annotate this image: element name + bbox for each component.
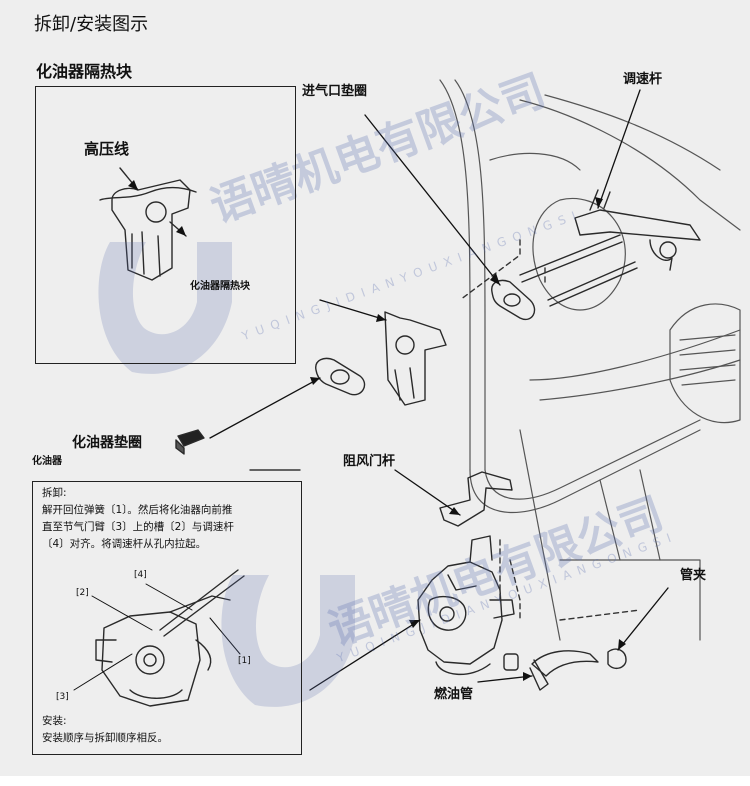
heat-block-inset [35, 86, 296, 364]
remove-line-3: 〔4〕对齐。将调速杆从孔内拉起。 [42, 538, 207, 550]
page-title: 拆卸/安装图示 [34, 14, 149, 35]
label-high-voltage: 高压线 [84, 140, 130, 158]
leader-arrows [209, 89, 669, 691]
governor-rod-part [574, 189, 701, 271]
bottom-strip [0, 776, 750, 786]
intake-gasket-part [491, 279, 536, 321]
label-carb-gasket: 化油器垫圈 [72, 435, 142, 451]
label-choke-rod: 阻风门杆 [343, 454, 396, 469]
small-clip-part [175, 429, 205, 455]
install-line-1: 安装顺序与拆卸顺序相反。 [42, 732, 168, 744]
carb-gasket-part [315, 357, 366, 396]
inset-callout-leaders [73, 583, 241, 691]
label-governor-rod: 调速杆 [623, 72, 663, 87]
install-heading: 安装: [42, 715, 67, 727]
callout-1: [1] [238, 656, 251, 666]
label-carburetor: 化油器 [32, 456, 62, 467]
label-heat-block-inner: 化油器隔热块 [190, 281, 250, 292]
callout-2: [2] [76, 588, 89, 598]
callout-4: [4] [134, 570, 147, 580]
remove-line-1: 解开回位弹簧〔1〕。然后将化油器向前推 [42, 504, 233, 516]
watermark-logo-top [98, 242, 233, 374]
inset-carb-linkage-drawing [95, 569, 245, 707]
label-heat-block: 化油器隔热块 [36, 62, 133, 81]
engine-frame [439, 79, 741, 641]
remove-heading: 拆卸: [42, 487, 67, 499]
inset-arrow-heads [128, 180, 186, 236]
watermark-logo-bottom [221, 575, 355, 707]
callout-3: [3] [56, 692, 69, 702]
mounting-studs [519, 234, 638, 307]
alignment-lines [459, 239, 641, 621]
carburetor-part [417, 535, 515, 676]
choke-rod-part [439, 471, 513, 527]
label-intake-gasket: 进气口垫圈 [302, 84, 368, 99]
instruction-inset [32, 481, 302, 755]
arrow-heads [310, 197, 626, 681]
fuel-tube-part [503, 648, 627, 691]
label-fuel-tube: 燃油管 [434, 687, 474, 702]
label-hose-clip: 管夹 [680, 568, 707, 583]
remove-line-2: 直至节气门臂〔3〕上的槽〔2〕与调速杆 [42, 521, 234, 533]
heat-block-part [384, 311, 447, 406]
